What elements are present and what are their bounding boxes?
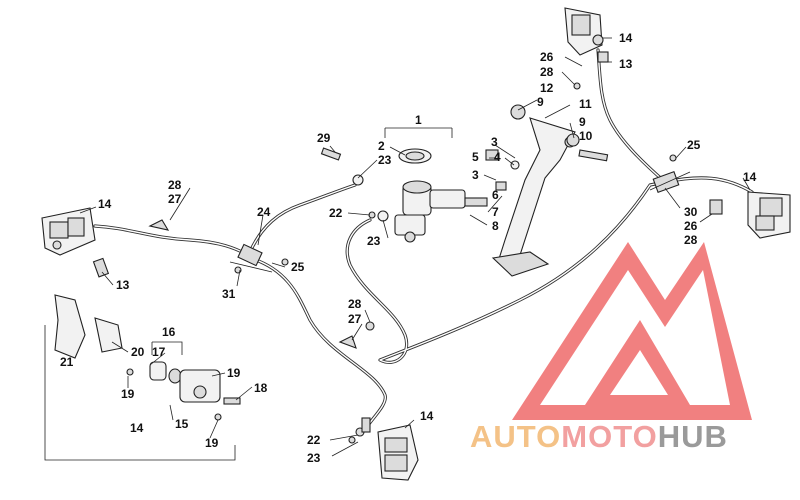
callout-19: 19 bbox=[121, 387, 135, 401]
logo-inner-triangle bbox=[585, 320, 690, 405]
pedal-linkage bbox=[485, 149, 520, 191]
callout-21: 21 bbox=[60, 355, 74, 369]
caliper-front-left bbox=[41, 207, 110, 278]
callout-20: 20 bbox=[131, 345, 145, 359]
callout-5: 5 bbox=[472, 150, 479, 164]
brake-pedal bbox=[491, 104, 609, 277]
callout-24: 24 bbox=[257, 205, 271, 219]
callout-10: 10 bbox=[579, 129, 593, 143]
caliper-exploded bbox=[54, 294, 241, 421]
callout-23: 23 bbox=[307, 451, 321, 465]
callout-labels: 1 2 23 29 22 23 3 5 4 3 6 7 8 26 28 12 9… bbox=[60, 31, 757, 465]
watermark-hub: HUB bbox=[658, 419, 728, 454]
callout-6: 6 bbox=[492, 188, 499, 202]
master-cylinder bbox=[394, 148, 488, 243]
callout-14: 14 bbox=[130, 421, 144, 435]
callout-2: 2 bbox=[378, 139, 385, 153]
callout-19: 19 bbox=[227, 366, 241, 380]
callout-14: 14 bbox=[420, 409, 434, 423]
callout-23: 23 bbox=[378, 153, 392, 167]
callout-25: 25 bbox=[291, 260, 305, 274]
callout-22: 22 bbox=[329, 206, 343, 220]
callout-26: 26 bbox=[684, 219, 698, 233]
callout-19: 19 bbox=[205, 436, 219, 450]
callout-17: 17 bbox=[152, 345, 166, 359]
callout-9: 9 bbox=[537, 95, 544, 109]
callout-12: 12 bbox=[540, 81, 554, 95]
callout-31: 31 bbox=[222, 287, 236, 301]
callout-4: 4 bbox=[494, 150, 501, 164]
leader-lines bbox=[44, 37, 751, 461]
callout-29: 29 bbox=[317, 131, 331, 145]
callout-18: 18 bbox=[254, 381, 268, 395]
callout-25: 25 bbox=[687, 138, 701, 152]
watermark-logo bbox=[512, 242, 752, 420]
callout-15: 15 bbox=[175, 417, 189, 431]
callout-16: 16 bbox=[162, 325, 176, 339]
t-junction-rear bbox=[649, 170, 691, 194]
watermark-text: AUTOMOTOHUB bbox=[470, 419, 728, 454]
caliper-rear-right bbox=[709, 191, 791, 239]
callout-11: 11 bbox=[579, 97, 592, 111]
logo-outer-triangle bbox=[512, 242, 752, 420]
callout-27: 27 bbox=[168, 192, 182, 206]
caliper-rear-top bbox=[564, 7, 609, 63]
callout-14: 14 bbox=[98, 197, 112, 211]
callout-14: 14 bbox=[743, 170, 757, 184]
caliper-front-right bbox=[355, 424, 419, 481]
callout-28: 28 bbox=[540, 65, 554, 79]
callout-26: 26 bbox=[540, 50, 554, 64]
callout-23: 23 bbox=[367, 234, 381, 248]
t-junction-front bbox=[229, 243, 273, 273]
watermark-auto: AUTO bbox=[470, 419, 561, 454]
callout-30: 30 bbox=[684, 205, 698, 219]
callout-8: 8 bbox=[492, 219, 499, 233]
watermark-moto: MOTO bbox=[561, 419, 657, 454]
callout-14: 14 bbox=[619, 31, 633, 45]
callout-3: 3 bbox=[472, 168, 479, 182]
fittings bbox=[148, 82, 677, 444]
callout-3: 3 bbox=[491, 135, 498, 149]
callout-28: 28 bbox=[348, 297, 362, 311]
callout-27: 27 bbox=[348, 312, 362, 326]
callout-13: 13 bbox=[619, 57, 633, 71]
callout-9: 9 bbox=[579, 115, 586, 129]
callout-1: 1 bbox=[415, 113, 422, 127]
callout-7: 7 bbox=[492, 205, 499, 219]
callout-28: 28 bbox=[168, 178, 182, 192]
callout-28: 28 bbox=[684, 233, 698, 247]
callout-13: 13 bbox=[116, 278, 130, 292]
callout-22: 22 bbox=[307, 433, 321, 447]
